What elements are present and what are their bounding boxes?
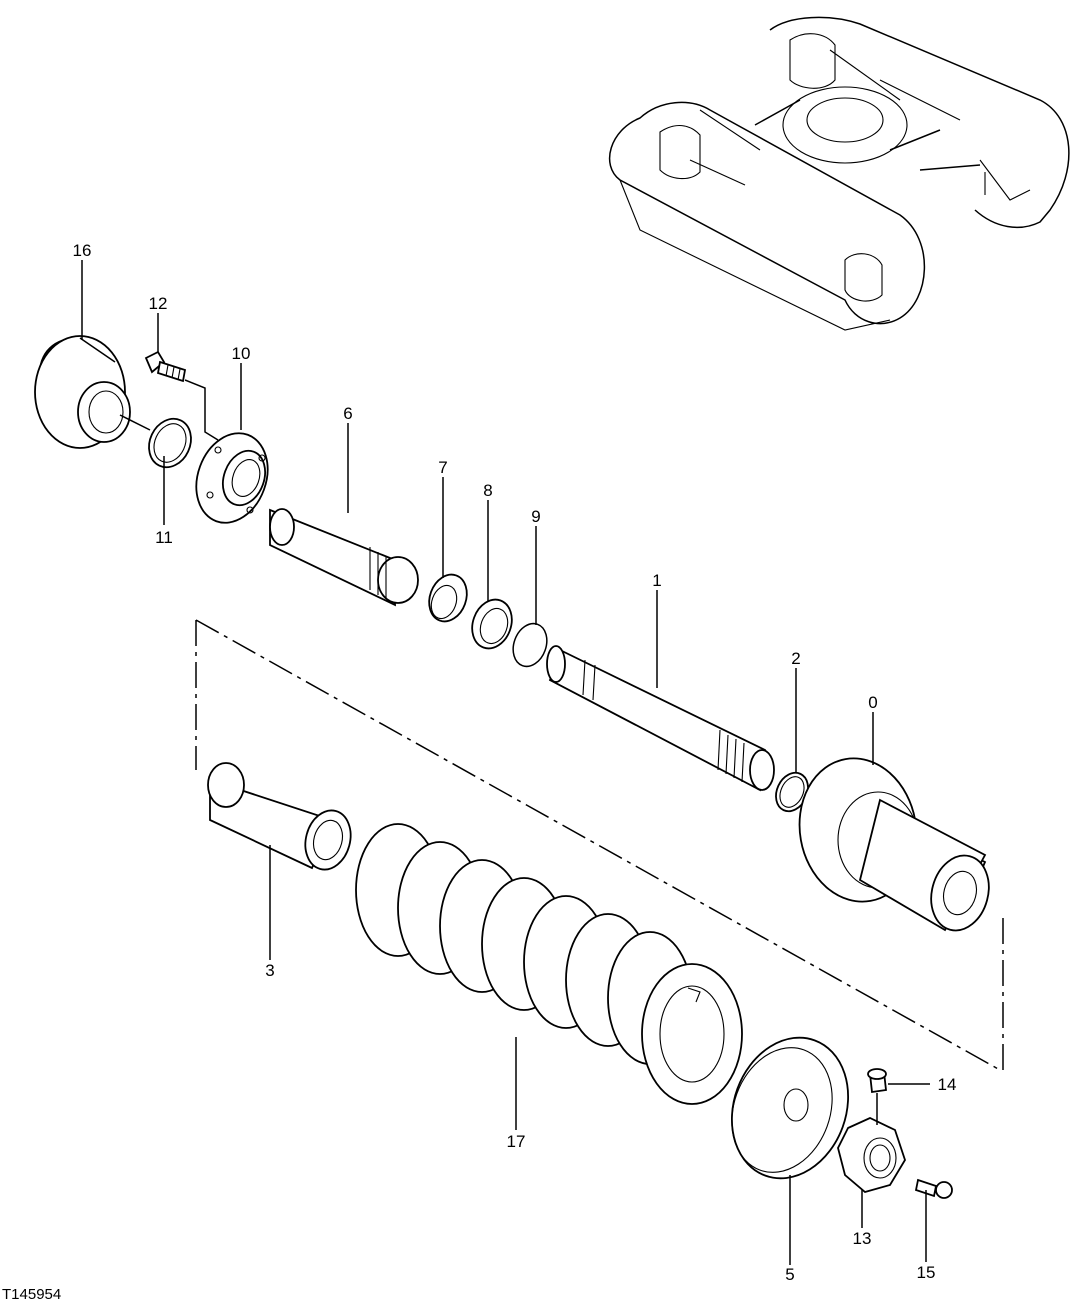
callout-14: 14 xyxy=(938,1075,957,1094)
callout-2: 2 xyxy=(791,649,800,668)
part-6-piston xyxy=(269,508,419,607)
callout-0: 0 xyxy=(868,693,877,712)
callout-10: 10 xyxy=(232,344,251,363)
callout-12: 12 xyxy=(149,294,168,313)
part-14-fitting xyxy=(867,1068,887,1094)
part-0-cylinder xyxy=(798,757,990,932)
callout-5: 5 xyxy=(785,1265,794,1284)
figure-id: T145954 xyxy=(2,1286,61,1303)
part-17-spring xyxy=(355,823,743,1105)
part-11-o-ring xyxy=(148,417,192,469)
callout-13: 13 xyxy=(853,1229,872,1248)
part-1-rod xyxy=(546,645,775,792)
part-10-flange xyxy=(195,432,269,524)
part-5-washer xyxy=(731,1036,849,1180)
part-13-nut xyxy=(837,1117,906,1193)
part-15-nipple xyxy=(914,1178,953,1199)
callout-6: 6 xyxy=(343,404,352,423)
track-frame-inset xyxy=(609,16,1070,331)
callout-7: 7 xyxy=(438,458,447,477)
leader-lines xyxy=(81,260,930,1265)
callout-15: 15 xyxy=(917,1263,936,1282)
callout-1: 1 xyxy=(652,571,661,590)
callout-labels: 16 12 10 11 6 7 8 9 1 2 0 3 17 14 13 5 1… xyxy=(73,241,957,1284)
callout-3: 3 xyxy=(265,961,274,980)
assembly-guide-line xyxy=(195,619,1004,1071)
callout-17: 17 xyxy=(507,1132,526,1151)
part-16-flanged-hub xyxy=(34,335,131,449)
part-12-bolt xyxy=(144,350,187,383)
callout-8: 8 xyxy=(483,481,492,500)
part-8-seal xyxy=(471,598,513,650)
callout-16: 16 xyxy=(73,241,92,260)
callout-9: 9 xyxy=(531,507,540,526)
callout-11: 11 xyxy=(155,528,173,547)
part-3-spacer xyxy=(207,762,352,871)
part-7-ring xyxy=(428,573,468,623)
part-9-snap-ring xyxy=(512,622,548,668)
